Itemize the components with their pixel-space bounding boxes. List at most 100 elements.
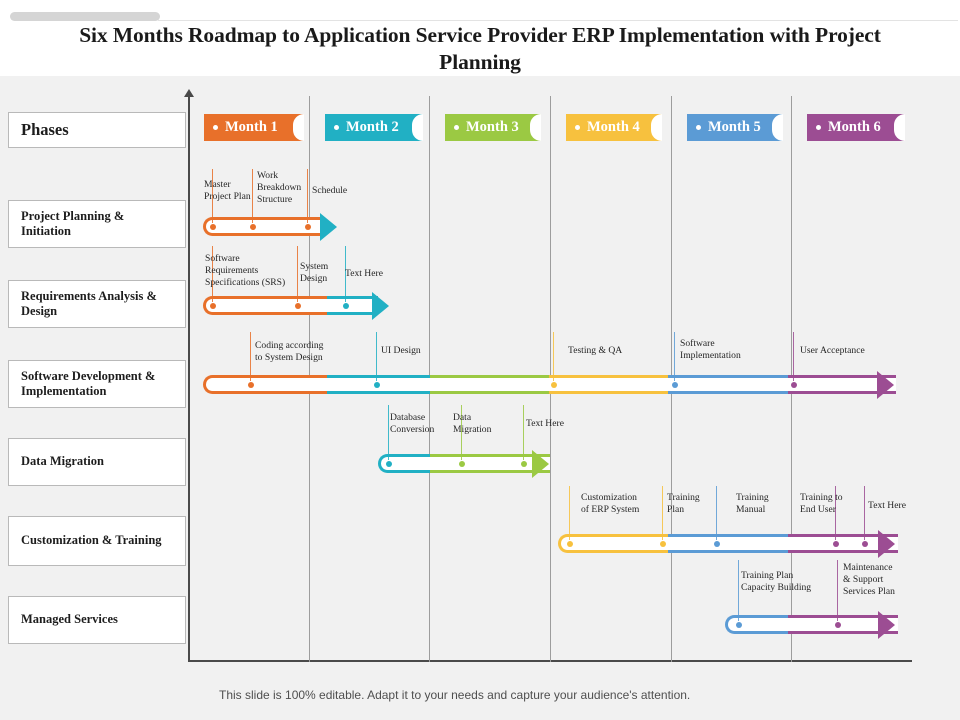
milestone-node-icon[interactable] bbox=[386, 460, 392, 467]
phase-label-text: Software Development & Implementation bbox=[21, 368, 156, 399]
milestone-node-icon[interactable] bbox=[672, 381, 678, 388]
month-header-2[interactable]: Month 2 bbox=[325, 114, 423, 141]
month-label: Month 5 bbox=[708, 119, 761, 135]
bar-arrow-icon-2 bbox=[372, 291, 389, 320]
task-label-4-2: Data Migration bbox=[453, 412, 492, 435]
phase-label-text: Customization & Training bbox=[21, 533, 162, 548]
bar-segment-3-6[interactable] bbox=[788, 375, 896, 394]
phase-row-label-2[interactable]: Requirements Analysis & Design bbox=[8, 280, 186, 328]
bar-segment-5-2[interactable] bbox=[668, 534, 788, 553]
bar-segment-6-2[interactable] bbox=[788, 615, 898, 634]
ribbon-notch-icon bbox=[772, 114, 783, 141]
phase-row-label-3[interactable]: Software Development & Implementation bbox=[8, 360, 186, 408]
leader-line bbox=[835, 486, 836, 540]
leader-line bbox=[738, 560, 739, 621]
milestone-node-icon[interactable] bbox=[521, 460, 527, 467]
milestone-node-icon[interactable] bbox=[295, 302, 301, 309]
milestone-node-icon[interactable] bbox=[210, 223, 216, 230]
milestone-node-icon[interactable] bbox=[833, 540, 839, 547]
month-header-4[interactable]: Month 4 bbox=[566, 114, 662, 141]
milestone-node-icon[interactable] bbox=[567, 540, 573, 547]
milestone-node-icon[interactable] bbox=[835, 621, 841, 628]
decorative-grey-bar bbox=[10, 12, 160, 21]
task-label-3-2: UI Design bbox=[381, 345, 421, 356]
milestone-node-icon[interactable] bbox=[551, 381, 557, 388]
bullet-dot-icon bbox=[575, 125, 580, 130]
month-header-3[interactable]: Month 3 bbox=[445, 114, 541, 141]
task-label-4-3: Text Here bbox=[526, 418, 564, 429]
leader-line bbox=[307, 169, 308, 223]
bar-arrow-icon-4 bbox=[532, 449, 549, 478]
ribbon-notch-icon bbox=[412, 114, 423, 141]
milestone-node-icon[interactable] bbox=[343, 302, 349, 309]
bar-segment-6-1[interactable] bbox=[725, 615, 788, 634]
leader-line bbox=[553, 332, 554, 381]
milestone-node-icon[interactable] bbox=[305, 223, 311, 230]
bar-segment-5-1[interactable] bbox=[558, 534, 668, 553]
task-label-2-3: Text Here bbox=[345, 268, 383, 279]
bar-arrow-icon-3 bbox=[877, 370, 894, 399]
milestone-node-icon[interactable] bbox=[459, 460, 465, 467]
phase-row-label-4[interactable]: Data Migration bbox=[8, 438, 186, 486]
bar-segment-3-4[interactable] bbox=[549, 375, 668, 394]
task-label-3-5: User Acceptance bbox=[800, 345, 865, 356]
task-label-5-5: Text Here bbox=[868, 500, 906, 511]
month-label: Month 6 bbox=[828, 119, 881, 135]
milestone-node-icon[interactable] bbox=[660, 540, 666, 547]
bar-segment-4-2[interactable] bbox=[430, 454, 550, 473]
task-label-6-2: Maintenance & Support Services Plan bbox=[843, 562, 895, 597]
leader-line bbox=[864, 486, 865, 540]
task-label-5-4: Training to End User bbox=[800, 492, 843, 515]
milestone-node-icon[interactable] bbox=[374, 381, 380, 388]
phase-row-label-1[interactable]: Project Planning & Initiation bbox=[8, 200, 186, 248]
bar-segment-1-1[interactable] bbox=[203, 217, 322, 236]
task-label-3-4: Software Implementation bbox=[680, 338, 741, 361]
task-label-3-3: Testing & QA bbox=[568, 345, 623, 356]
ribbon-notch-icon bbox=[651, 114, 662, 141]
milestone-node-icon[interactable] bbox=[714, 540, 720, 547]
leader-line bbox=[837, 560, 838, 621]
month-header-5[interactable]: Month 5 bbox=[687, 114, 783, 141]
bar-segment-2-2[interactable] bbox=[327, 296, 378, 315]
bar-segment-5-3[interactable] bbox=[788, 534, 898, 553]
month-header-6[interactable]: Month 6 bbox=[807, 114, 905, 141]
task-label-2-1: Software Requirements Specifications (SR… bbox=[205, 253, 286, 288]
bar-segment-2-1[interactable] bbox=[203, 296, 327, 315]
leader-line bbox=[252, 169, 253, 223]
bar-segment-3-5[interactable] bbox=[668, 375, 788, 394]
bar-arrow-icon-5 bbox=[878, 529, 895, 558]
task-label-1-1: Master Project Plan bbox=[204, 179, 251, 202]
bar-segment-3-3[interactable] bbox=[430, 375, 549, 394]
phase-label-text: Managed Services bbox=[21, 612, 118, 627]
bar-segment-4-1[interactable] bbox=[378, 454, 430, 473]
milestone-node-icon[interactable] bbox=[862, 540, 868, 547]
phases-header-label: Phases bbox=[21, 120, 69, 140]
bullet-dot-icon bbox=[454, 125, 459, 130]
milestone-node-icon[interactable] bbox=[210, 302, 216, 309]
phase-row-label-6[interactable]: Managed Services bbox=[8, 596, 186, 644]
milestone-node-icon[interactable] bbox=[736, 621, 742, 628]
task-label-5-1: Customization of ERP System bbox=[581, 492, 640, 515]
milestone-node-icon[interactable] bbox=[250, 223, 256, 230]
bullet-dot-icon bbox=[213, 125, 218, 130]
bullet-dot-icon bbox=[334, 125, 339, 130]
task-label-1-3: Schedule bbox=[312, 185, 348, 196]
phase-row-label-5[interactable]: Customization & Training bbox=[8, 516, 186, 566]
leader-line bbox=[297, 246, 298, 302]
leader-line bbox=[523, 405, 524, 460]
milestone-node-icon[interactable] bbox=[248, 381, 254, 388]
bar-segment-3-1[interactable] bbox=[203, 375, 327, 394]
ribbon-notch-icon bbox=[293, 114, 304, 141]
task-label-3-1: Coding according to System Design bbox=[255, 340, 324, 363]
leader-line bbox=[212, 246, 213, 302]
leader-line bbox=[569, 486, 570, 540]
leader-line bbox=[662, 486, 663, 540]
task-label-6-1: Training Plan Capacity Building bbox=[741, 570, 812, 593]
month-header-1[interactable]: Month 1 bbox=[204, 114, 304, 141]
bullet-dot-icon bbox=[816, 125, 821, 130]
leader-line bbox=[461, 405, 462, 460]
milestone-node-icon[interactable] bbox=[791, 381, 797, 388]
leader-line bbox=[376, 332, 377, 381]
leader-line bbox=[250, 332, 251, 381]
